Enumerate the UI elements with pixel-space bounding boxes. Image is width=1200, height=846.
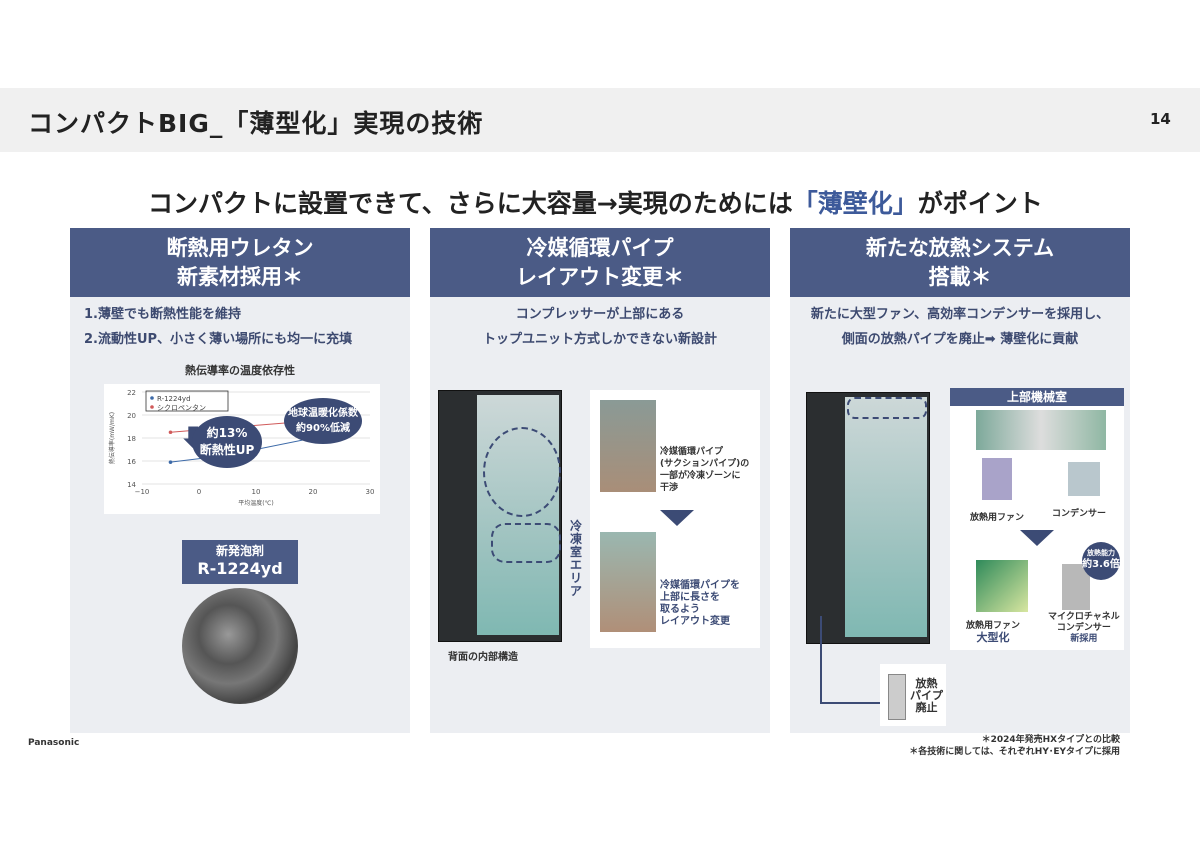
pipe-removed-label: 放熱パイプ廃止 [910, 677, 943, 714]
y-tick-label: 20 [127, 412, 136, 420]
panel-header: 新たな放熱システム搭載＊ [790, 228, 1130, 297]
subtitle-highlight: 「薄壁化」 [792, 189, 918, 218]
fan-image [982, 458, 1012, 500]
fan-label: 放熱用ファン [970, 513, 1025, 523]
x-axis-label: 平均温度(℃) [238, 499, 273, 507]
arrow-down-icon [660, 510, 694, 526]
legend-entry: シクロペンタン [157, 403, 206, 412]
y-axis-label: 熱伝導率(mW/mK) [108, 412, 116, 464]
gwp-bubble: 地球温暖化係数約90%低減 [284, 398, 362, 444]
data-point [168, 460, 173, 464]
data-point [168, 430, 173, 435]
panel-points: コンプレッサーが上部にあるトップユニット方式しかできない新設計 [482, 307, 717, 347]
panel-points: 新たに大型ファン、高効率コンデンサーを採用し、側面の放熱パイプを廃止➡ 薄壁化に… [810, 307, 1110, 347]
pipe-before-note: 冷媒循環パイプ(サクションパイプ)の一部が冷凍ゾーンに干渉 [660, 447, 750, 493]
panel-pipe-layout: 冷媒循環パイプレイアウト変更＊ コンプレッサーが上部にあるトップユニット方式しか… [430, 228, 770, 733]
header-band [0, 88, 1200, 152]
page-number: 14 [1150, 110, 1171, 128]
machine-room-label: 上部機械室 [950, 388, 1124, 406]
foam-microscope-image [182, 588, 298, 704]
legend-marker [150, 396, 154, 400]
fridge-image [806, 392, 930, 644]
legend-marker [150, 405, 154, 409]
chart-title: 熱伝導率の温度依存性 [185, 364, 295, 377]
fridge-back-image [438, 390, 562, 642]
condenser-label: コンデンサー [1052, 509, 1107, 519]
y-tick-label: 18 [127, 435, 136, 443]
subtitle-text: コンパクトに設置できて、さらに大容量→実現のためには [148, 189, 793, 218]
freezer-zone-label: 冷凍室エリア [570, 519, 583, 598]
pipe-before-image [600, 400, 656, 492]
x-tick-label: 10 [252, 488, 261, 496]
subtitle-end: がポイント [917, 189, 1043, 218]
x-tick-label: 0 [197, 488, 201, 496]
footnotes: ＊2024年発売HXタイプとの比較＊各技術に関しては、それぞれHY･EYタイプに… [909, 735, 1120, 757]
new-condenser-label: マイクロチャネルコンデンサー新採用 [1048, 612, 1120, 644]
pipe-comparison-card: 冷媒循環パイプ(サクションパイプ)の一部が冷凍ゾーンに干渉 冷媒循環パイプを上部… [590, 390, 760, 648]
machine-room-image [976, 410, 1106, 450]
x-tick-label: 30 [366, 488, 375, 496]
condenser-image [1068, 462, 1100, 496]
slide-title: コンパクトBIG_「薄型化」実現の技術 [28, 109, 484, 138]
back-structure-caption: 背面の内部構造 [448, 652, 518, 663]
y-tick-label: 14 [127, 481, 136, 489]
x-tick-label: −10 [135, 488, 150, 496]
large-fan-image [976, 560, 1028, 612]
slide-subtitle: コンパクトに設置できて、さらに大容量→実現のためには「薄壁化」がポイント [148, 184, 1043, 220]
pipe-removed-card: 放熱パイプ廃止 [880, 664, 946, 726]
y-tick-label: 16 [127, 458, 136, 466]
insulation-bubble: 約13%断熱性UP [192, 416, 262, 468]
panel-header: 冷媒循環パイプレイアウト変更＊ [430, 228, 770, 297]
large-fan-label: 放熱用ファン大型化 [966, 621, 1021, 644]
machine-room-card: 上部機械室 放熱用ファン コンデンサー 放熱能力約3.6倍 放熱用ファン大型化 … [950, 388, 1124, 650]
panel-heat-system: 新たな放熱システム搭載＊ 新たに大型ファン、高効率コンデンサーを採用し、側面の放… [790, 228, 1130, 733]
heat-capacity-badge: 放熱能力約3.6倍 [1082, 542, 1120, 580]
arrow-down-icon [1020, 530, 1054, 546]
conductivity-chart: 14 16 18 20 22 −10 0 10 20 30 平均温度(℃) 熱伝導率(mW/mK) R-… [104, 384, 380, 514]
pipe-after-note: 冷媒循環パイプを上部に長さを取るようレイアウト変更 [660, 580, 740, 627]
pipe-after-image [600, 532, 656, 632]
legend-entry: R-1224yd [157, 395, 191, 403]
x-tick-label: 20 [309, 488, 318, 496]
legend-box [145, 390, 229, 412]
panel-header: 断熱用ウレタン新素材採用＊ [70, 228, 410, 297]
brand-logo: Panasonic [28, 738, 80, 748]
y-tick-label: 22 [127, 389, 136, 397]
